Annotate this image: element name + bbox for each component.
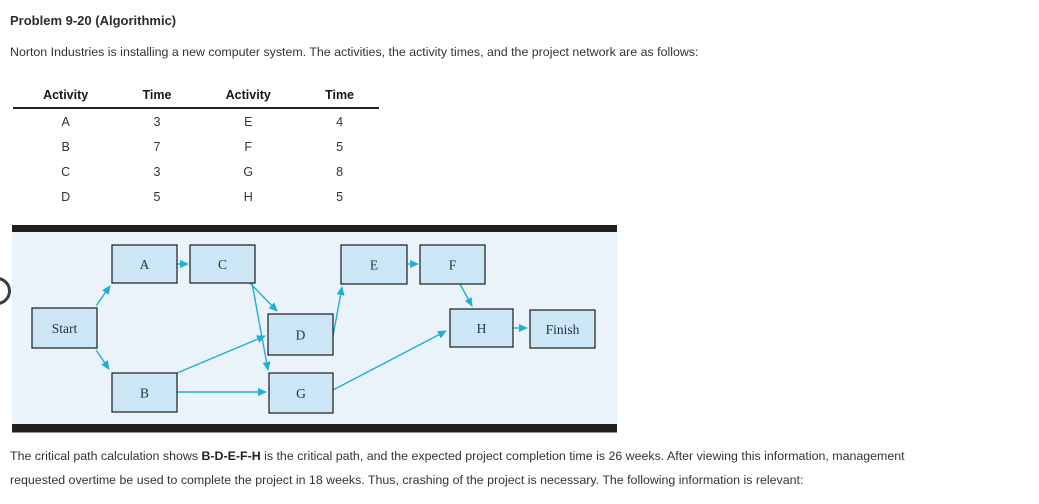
node-box	[31, 307, 98, 349]
table-cell: C	[61, 165, 71, 179]
edge-C-G	[251, 282, 271, 371]
edge-Start-A	[95, 285, 111, 307]
table-cell: 4	[336, 115, 344, 129]
problem-title: Problem 9-20 (Algorithmic)	[10, 13, 177, 28]
node-box	[419, 244, 486, 285]
node-box	[340, 244, 408, 285]
table-cell: A	[61, 115, 70, 129]
diagram-bottom-bar	[12, 424, 617, 433]
table-header-cell: Time	[142, 88, 172, 102]
edge-D-E	[332, 286, 345, 337]
node-box	[529, 309, 596, 349]
node-box	[111, 244, 178, 284]
footer-segment: is the critical path, and the expected p…	[260, 449, 905, 463]
table-cell: B	[61, 140, 70, 154]
node-F: F	[419, 244, 486, 285]
node-C: C	[189, 244, 256, 284]
node-B: B	[111, 372, 178, 413]
table-header-rule	[13, 107, 379, 109]
table-cell: 5	[336, 140, 344, 154]
table-cell: D	[61, 190, 71, 204]
table-cell: G	[243, 165, 254, 179]
table-cell: 3	[153, 115, 161, 129]
table-header-cell: Activity	[43, 88, 89, 102]
node-box	[449, 308, 514, 348]
footer-segment: requested overtime be used to complete t…	[10, 472, 804, 487]
node-G: G	[268, 372, 334, 414]
node-label: G	[296, 386, 306, 401]
node-label: F	[449, 258, 457, 273]
node-label: Start	[52, 321, 78, 336]
intro-text: Norton Industries is installing a new co…	[10, 45, 699, 59]
node-D: D	[267, 313, 334, 356]
table-cell: 3	[153, 165, 161, 179]
node-label: A	[140, 257, 150, 272]
critical-path-label: B-D-E-F-H	[201, 449, 261, 463]
edge-B-D	[176, 335, 266, 374]
node-box	[268, 372, 334, 414]
node-box	[267, 313, 334, 356]
node-box	[189, 244, 256, 284]
edge-G-H	[332, 330, 447, 391]
table-cell: 5	[336, 190, 344, 204]
node-box	[111, 372, 178, 413]
table-header-cell: Time	[325, 88, 355, 102]
table-cell: F	[244, 140, 253, 154]
table-cell: H	[243, 190, 253, 204]
table-cell: 5	[153, 190, 161, 204]
edge-Start-B	[95, 349, 110, 370]
activity-table-header: Activity Time Activity Time	[20, 84, 385, 107]
node-label: Finish	[546, 322, 580, 337]
node-Start: Start	[31, 307, 98, 349]
edge-C-D	[249, 282, 278, 312]
node-label: D	[296, 328, 306, 343]
node-label: B	[140, 386, 149, 401]
edge-F-H	[459, 283, 473, 307]
footer-text: The critical path calculation shows B-D-…	[10, 445, 1035, 492]
node-label: H	[477, 321, 487, 336]
node-H: H	[449, 308, 514, 348]
footer-segment: The critical path calculation shows	[10, 449, 202, 463]
clipped-circle-decoration	[0, 277, 11, 305]
table-cell: 8	[336, 165, 344, 179]
table-cell: E	[244, 115, 253, 129]
node-A: A	[111, 244, 178, 284]
node-E: E	[340, 244, 408, 285]
diagram-top-bar	[12, 225, 617, 232]
node-Finish: Finish	[529, 309, 596, 349]
table-header-cell: Activity	[225, 88, 271, 102]
node-label: C	[218, 257, 227, 272]
node-label: E	[370, 258, 378, 273]
table-cell: 7	[153, 140, 161, 154]
